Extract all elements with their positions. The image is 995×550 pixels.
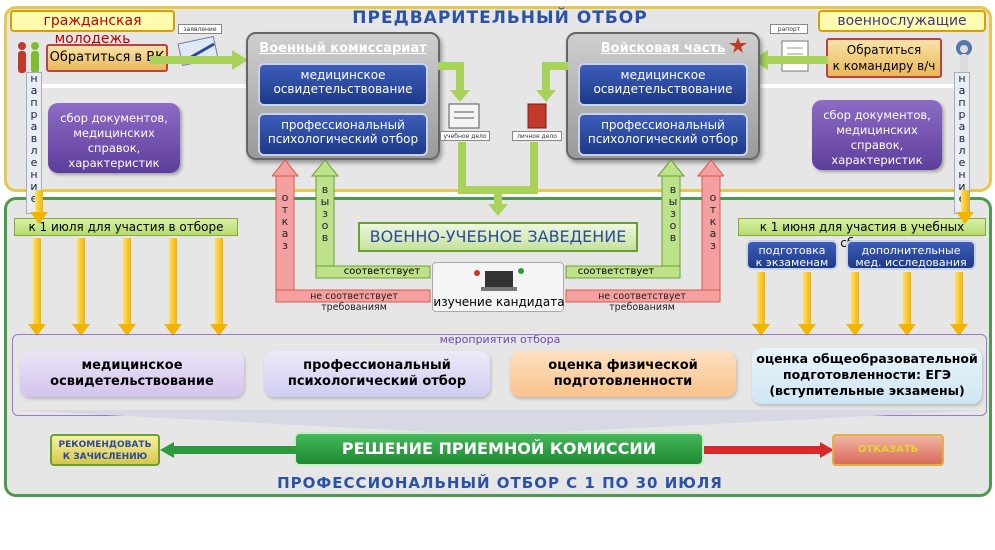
arrows-files-to-academy [458, 142, 538, 216]
yellow-down-arrow [118, 238, 136, 336]
yellow-down-arrow [164, 238, 182, 336]
application-label: заявление [178, 24, 222, 34]
right-feedback-arrows [565, 160, 724, 303]
yellow-down-arrow [752, 272, 770, 336]
yellow-down-arrow [950, 272, 968, 336]
left-feedback-arrows [272, 160, 431, 303]
reject-button: ОТКАЗАТЬ [832, 434, 944, 466]
yellow-down-arrow [956, 190, 974, 224]
recommend-enrollment-button: РЕКОМЕНДОВАТЬ К ЗАЧИСЛЕНИЮ [50, 434, 160, 466]
professional-selection-title: ПРОФЕССИОНАЛЬНЫЙ ОТБОР С 1 ПО 30 ИЮЛЯ [277, 474, 723, 492]
yellow-down-arrow [210, 238, 228, 336]
unit-title: Войсковая часть [600, 41, 726, 56]
arrow-vk-to-commissariat [150, 50, 248, 70]
arrow-unit-to-file [536, 62, 568, 102]
civilian-youth-tag: гражданская молодежь [10, 10, 175, 47]
extra-research-box: дополнительные мед. исследования [846, 240, 976, 270]
arrow-commissariat-to-left [30, 81, 246, 91]
event-psych-selection: профессиональный психологический отбор [264, 351, 490, 397]
left-deadline-bar: к 1 июля для участия в отборе [14, 218, 238, 236]
left-matches-label: соответствует [343, 266, 421, 277]
military-unit-box: Войсковая часть медицинское освидетельст… [566, 32, 760, 160]
right-documents-box: сбор документов, медицинских справок, ха… [812, 100, 942, 170]
preliminary-selection-title: ПРЕДВАРИТЕЛЬНЫЙ ОТБОР [352, 8, 648, 28]
yellow-down-arrow [846, 272, 864, 336]
admission-committee-decision: РЕШЕНИЕ ПРИЕМНОЙ КОМИССИИ [294, 432, 704, 466]
commissariat-psych-selection: профессиональный психологический отбор [258, 113, 428, 156]
arrow-unit-to-right [752, 81, 964, 91]
arrow-to-recommend [160, 442, 296, 458]
military-academy-box: ВОЕННО-УЧЕБНОЕ ЗАВЕДЕНИЕ [358, 222, 638, 252]
left-documents-box: сбор документов, медицинских справок, ха… [48, 103, 180, 173]
yellow-down-arrow [798, 272, 816, 336]
yellow-down-arrow [72, 238, 90, 336]
study-file-label: учебное дело [440, 131, 490, 141]
unit-psych-selection: профессиональный психологический отбор [578, 113, 748, 156]
personal-file-icon [527, 103, 547, 129]
event-physical-fitness: оценка физической подготовленности [510, 351, 736, 397]
event-medical-exam: медицинское освидетельствование [20, 351, 244, 397]
candidate-study-label: изучение кандидата [433, 295, 565, 309]
army-emblem-icon [729, 37, 747, 53]
soldier-icon [956, 40, 972, 74]
yellow-down-arrow [30, 190, 48, 224]
yellow-down-arrow [898, 272, 916, 336]
right-matches-label: соответствует [577, 266, 655, 277]
right-deadline-bar: к 1 июня для участия в учебных сборах [738, 218, 986, 250]
arrow-commander-to-unit [752, 50, 828, 70]
study-file-icon [448, 103, 480, 129]
commissariat-title: Военный комиссариат [259, 41, 427, 56]
left-not-matches-label: не соответствует требованиям [310, 291, 398, 313]
events-to-decision-funnel [12, 410, 986, 432]
selection-events-title: мероприятия отбора [439, 333, 561, 346]
personal-file-label: личное дело [512, 131, 562, 141]
military-commissariat-box: Военный комиссариат медицинское освидете… [246, 32, 440, 160]
report-label: рапорт [770, 24, 808, 34]
right-not-matches-label: не соответствует требованиям [598, 291, 686, 313]
unit-medical-exam: медицинское освидетельствование [578, 63, 748, 106]
candidate-study-box: изучение кандидата [432, 262, 565, 312]
servicemen-tag: военнослужащие [818, 10, 986, 32]
yellow-down-arrow [28, 238, 46, 336]
commissariat-medical-exam: медицинское освидетельствование [258, 63, 428, 106]
exam-prep-box: подготовка к экзаменам [746, 240, 838, 270]
contact-commander-box: Обратиться к командиру в/ч [826, 38, 942, 78]
arrow-commissariat-to-file [438, 62, 470, 102]
civilians-icon [18, 42, 39, 73]
event-general-education: оценка общеобразовательной подготовленно… [752, 348, 982, 404]
arrow-to-reject [704, 442, 834, 458]
laptop-icon [474, 268, 524, 291]
